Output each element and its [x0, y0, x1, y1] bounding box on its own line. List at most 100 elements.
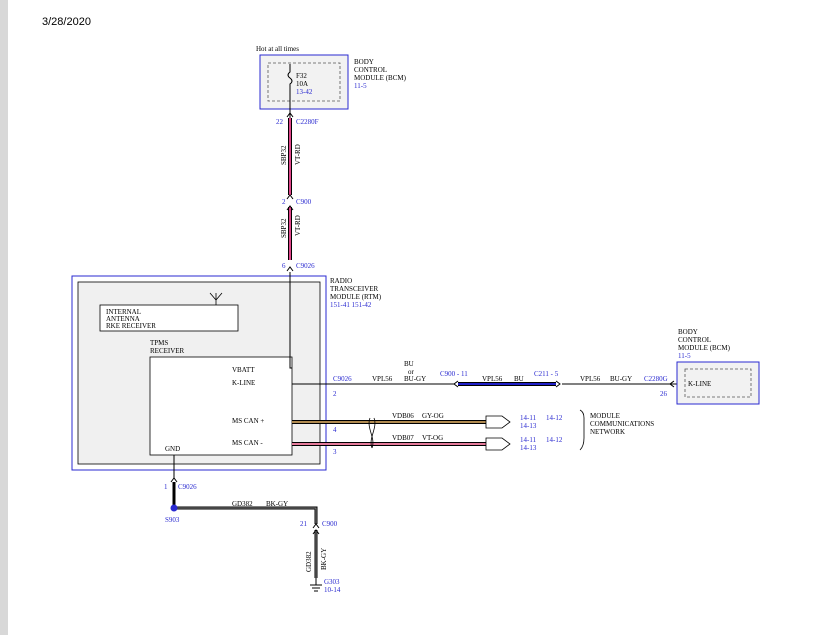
twisted-pair-icon: [368, 417, 374, 449]
antenna-label-2: ANTENNA: [106, 315, 140, 323]
splice-icon: [170, 504, 178, 512]
print-date: 3/28/2020: [42, 16, 91, 28]
fuse-block: Hot at all times F32 10A 13-42 BODY CONT…: [256, 45, 407, 110]
ground-pin: 1: [164, 483, 168, 491]
ground-ref: 10-14: [324, 586, 341, 594]
pin-bot: 6: [282, 262, 286, 270]
ground-conn: C9026: [178, 483, 197, 491]
conn-bot: C9026: [296, 262, 315, 270]
mscan-plus-label: MS CAN +: [232, 417, 264, 425]
can-minus-ref1: 14-11: [520, 436, 537, 444]
kline-label: K-LINE: [232, 379, 255, 387]
network-label-1: MODULE: [590, 412, 620, 420]
fuse-ref: 13-42: [296, 88, 313, 96]
kline-alt-color: BU: [404, 360, 414, 368]
kline-conn: C9026: [333, 375, 352, 383]
wire-color-label: VT-RD: [294, 144, 302, 165]
connector-arrow-icon: [669, 380, 675, 388]
power-wire: 22 C2280F SBP32 VT-RD 2 C900 SBP32 VT-RD…: [276, 92, 319, 272]
can-plus-ref2: 14-13: [520, 422, 537, 430]
bcm-right-kline: K-LINE: [688, 380, 711, 388]
can-plus-ref1: 14-11: [520, 414, 537, 422]
antenna-icon: [209, 292, 223, 305]
can-minus-ref2: 14-13: [520, 444, 537, 452]
offpage-arrow-icon: [485, 437, 511, 451]
circuit-label: SBP32: [280, 145, 288, 165]
bcm-top-name-3: MODULE (BCM): [354, 74, 407, 82]
can-minus-ref3: 14-12: [546, 436, 563, 444]
bracket-icon: [579, 409, 585, 451]
connector-arrow-icon: [286, 205, 294, 211]
wire-color-label-2: VT-RD: [294, 215, 302, 236]
conn-top: C2280F: [296, 118, 319, 126]
can-minus-pin: 3: [333, 448, 337, 456]
connector-arrow-icon: [170, 477, 178, 483]
connector-arrow-icon: [286, 194, 294, 200]
can-minus-color: VT-OG: [422, 434, 443, 442]
fuse-id: F32: [296, 72, 307, 80]
connector-arrow-icon: [286, 266, 294, 272]
ground-v-circuit: GD382: [305, 551, 313, 572]
kline-seg3-color: BU-GY: [610, 375, 632, 383]
circuit-label-2: SBP32: [280, 218, 288, 238]
rtm-refs: 151-41 151-42: [330, 301, 372, 309]
fuse-icon: [287, 64, 293, 92]
tpms-label-2: RECEIVER: [150, 347, 185, 355]
fuse-rating: 10A: [296, 80, 308, 88]
connector-arrow-icon: [312, 529, 320, 535]
bcm-right-name-2: CONTROL: [678, 336, 711, 344]
network-label-3: NETWORK: [590, 428, 625, 436]
kline-seg1-color: BU-GY: [404, 375, 426, 383]
connector-arrow-icon: [286, 112, 294, 118]
bcm-right-name-3: MODULE (BCM): [678, 344, 731, 352]
tpms-label-1: TPMS: [150, 339, 168, 347]
ground-pin2: 21: [300, 520, 308, 528]
vbatt-label: VBATT: [232, 366, 255, 374]
antenna-label-3: RKE RECEIVER: [106, 322, 156, 330]
ground-h-circuit: GD382: [232, 500, 253, 508]
rtm-module: INTERNAL ANTENNA RKE RECEIVER TPMS RECEI…: [71, 272, 382, 471]
kline-seg3-circuit: VPL56: [580, 375, 601, 383]
connector-arrow-icon: [312, 523, 320, 529]
kline-dest-conn: C2280G: [644, 375, 668, 383]
can-plus-color: GY-OG: [422, 412, 444, 420]
ground-v-color: BK-GY: [320, 548, 328, 570]
bcm-top-ref: 11-5: [354, 82, 367, 90]
can-minus-circuit: VDB07: [392, 434, 414, 442]
power-label: Hot at all times: [256, 45, 299, 53]
can-plus-pin: 4: [333, 426, 337, 434]
can-wires: 4 3 VDB06 GY-OG VDB07 VT-OG 14-11 14-13 …: [292, 409, 654, 456]
pin-top: 22: [276, 118, 284, 126]
mscan-minus-label: MS CAN -: [232, 439, 263, 447]
conn-mid: C900: [296, 198, 312, 206]
rtm-name-2: TRANSCEIVER: [330, 285, 379, 293]
gnd-label: GND: [165, 445, 180, 453]
bcm-top-name-2: CONTROL: [354, 66, 387, 74]
ground-circuit: 1 C9026 S903 GD382 BK-GY 21 C900 GD382 B…: [164, 455, 341, 594]
kline-seg2-color: BU: [514, 375, 524, 383]
kline-alt-or: or: [408, 368, 415, 376]
rtm-name-3: MODULE (RTM): [330, 293, 382, 301]
antenna-label-1: INTERNAL: [106, 308, 141, 316]
ground-h-color: BK-GY: [266, 500, 288, 508]
kline-seg1-circuit: VPL56: [372, 375, 393, 383]
connector-arrow-icon: [555, 380, 561, 388]
bcm-right-ref: 11-5: [678, 352, 691, 360]
kline-pin: 2: [333, 390, 337, 398]
rtm-name-1: RADIO: [330, 277, 352, 285]
ground-icon: [310, 584, 322, 592]
splice-label: S903: [165, 516, 180, 524]
can-plus-circuit: VDB06: [392, 412, 414, 420]
page-margin: [0, 0, 8, 635]
ground-conn2: C900: [322, 520, 338, 528]
kline-inline1: C900 - 11: [440, 370, 468, 378]
ground-id: G303: [324, 578, 340, 586]
kline-seg2-circuit: VPL56: [482, 375, 503, 383]
connector-arrow-icon: [453, 380, 459, 388]
pin-mid: 2: [282, 198, 286, 206]
network-label-2: COMMUNICATIONS: [590, 420, 654, 428]
bcm-right-module: K-LINE BODY CONTROL MODULE (BCM) 11-5: [676, 328, 760, 405]
can-plus-ref3: 14-12: [546, 414, 563, 422]
kline-wire: C9026 2 VPL56 BU-GY BU or C900 - 11 VPL5…: [292, 360, 686, 398]
